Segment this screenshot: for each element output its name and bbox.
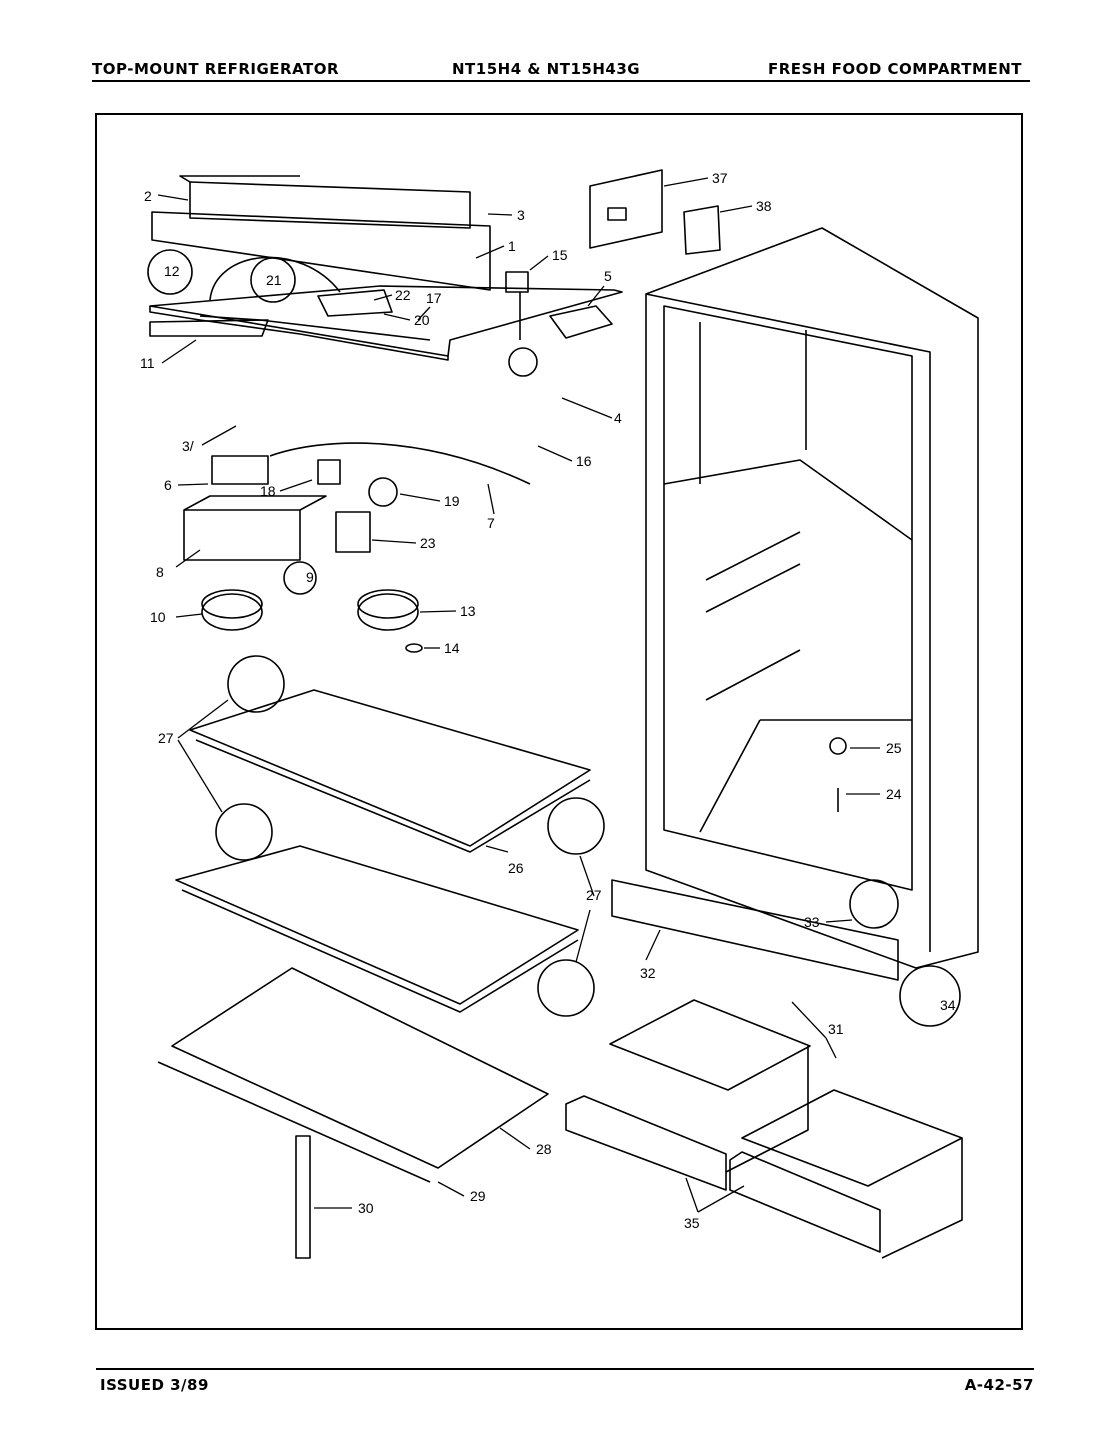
callout-30: 30: [358, 1200, 374, 1216]
callout-5: 5: [604, 268, 612, 284]
callout-33: 33: [804, 914, 820, 930]
nut-16: [508, 347, 538, 377]
drawer-front-35-right: [729, 1151, 881, 1253]
callout-4: 4: [614, 410, 622, 426]
bracket-37: [589, 169, 663, 249]
diagram-frame: [95, 113, 1023, 1330]
washer-14: [405, 643, 423, 653]
callout-9: 9: [306, 569, 314, 585]
callout-15: 15: [552, 247, 568, 263]
leveling-leg-34-detail: [899, 965, 961, 1027]
box-8: [183, 509, 301, 561]
drawer-front-35-left: [565, 1095, 727, 1191]
part-33-detail: [849, 879, 899, 929]
dial-13: [357, 593, 419, 631]
clip-38: [683, 205, 721, 255]
callout-2: 2: [144, 188, 152, 204]
tube-30: [295, 1135, 311, 1259]
header-title: TOP-MOUNT REFRIGERATOR: [92, 60, 340, 78]
callout-1: 1: [508, 238, 516, 254]
callout-18: 18: [260, 483, 276, 499]
callout-20: 20: [414, 312, 430, 328]
callout-27-left: 27: [158, 730, 174, 746]
footer-rule: [96, 1368, 1034, 1370]
callout-22: 22: [395, 287, 411, 303]
socket-18: [317, 459, 341, 485]
shelf-clip-27-detail-1: [227, 655, 285, 713]
part-5: [549, 305, 613, 339]
callout-25: 25: [886, 740, 902, 756]
callout-35: 35: [684, 1215, 700, 1231]
callout-6: 6: [164, 477, 172, 493]
callout-24: 24: [886, 786, 902, 802]
callout-19: 19: [444, 493, 460, 509]
callout-8: 8: [156, 564, 164, 580]
screw-9-detail: [283, 561, 317, 595]
callout-11: 11: [140, 355, 155, 371]
callout-27-right: 27: [586, 887, 602, 903]
screw-25: [829, 737, 847, 755]
callout-21: 21: [266, 272, 282, 288]
plate-20: [317, 289, 393, 317]
crisper-cover-28: [171, 967, 549, 1169]
crisper-drawer-left: [609, 999, 811, 1091]
shelf-26: [189, 689, 591, 847]
drain-tray-32: [611, 879, 899, 981]
issued-date: ISSUED 3/89: [100, 1376, 209, 1394]
dial-10: [201, 593, 263, 631]
trim-29: [157, 1061, 431, 1183]
control-housing-top: [189, 181, 471, 229]
crisper-drawer-right: [741, 1089, 963, 1187]
callout-10: 10: [150, 609, 166, 625]
callout-7: 7: [487, 515, 495, 531]
header-section: FRESH FOOD COMPARTMENT: [767, 60, 1022, 78]
control-6: [211, 455, 269, 485]
part-11: [149, 319, 269, 337]
callout-26: 26: [508, 860, 524, 876]
callout-14: 14: [444, 640, 460, 656]
screw-12-detail: [147, 249, 193, 295]
shelf-middle: [175, 845, 579, 1005]
header-rule: [92, 80, 1030, 82]
shelf-support-upper: [663, 459, 913, 541]
bulb-19: [368, 477, 398, 507]
callout-34: 34: [940, 997, 956, 1013]
shelf-clip-27-detail-3: [547, 797, 605, 855]
callout-23: 23: [420, 535, 436, 551]
callout-17: 17: [426, 290, 442, 306]
wire-7: [269, 442, 531, 485]
callout-12: 12: [164, 263, 180, 279]
callout-28: 28: [536, 1141, 552, 1157]
knob-15: [505, 271, 529, 293]
callout-31: 31: [828, 1021, 844, 1037]
callout-13: 13: [460, 603, 476, 619]
shelf-clip-27-detail-4: [537, 959, 595, 1017]
switch-23: [335, 511, 371, 553]
callout-37: 37: [712, 170, 728, 186]
callout-16: 16: [576, 453, 592, 469]
callout-29: 29: [470, 1188, 486, 1204]
cabinet: [645, 227, 979, 969]
callout-38: 38: [756, 198, 772, 214]
callout-3: 3: [517, 207, 525, 223]
shelf-clip-27-detail-2: [215, 803, 273, 861]
callout-3-prime: 3/: [182, 438, 194, 454]
header-model-numbers: NT15H4 & NT15H43G: [452, 60, 641, 78]
page-code: A-42-57: [964, 1376, 1034, 1394]
callout-32: 32: [640, 965, 656, 981]
control-housing-front: [151, 211, 491, 291]
